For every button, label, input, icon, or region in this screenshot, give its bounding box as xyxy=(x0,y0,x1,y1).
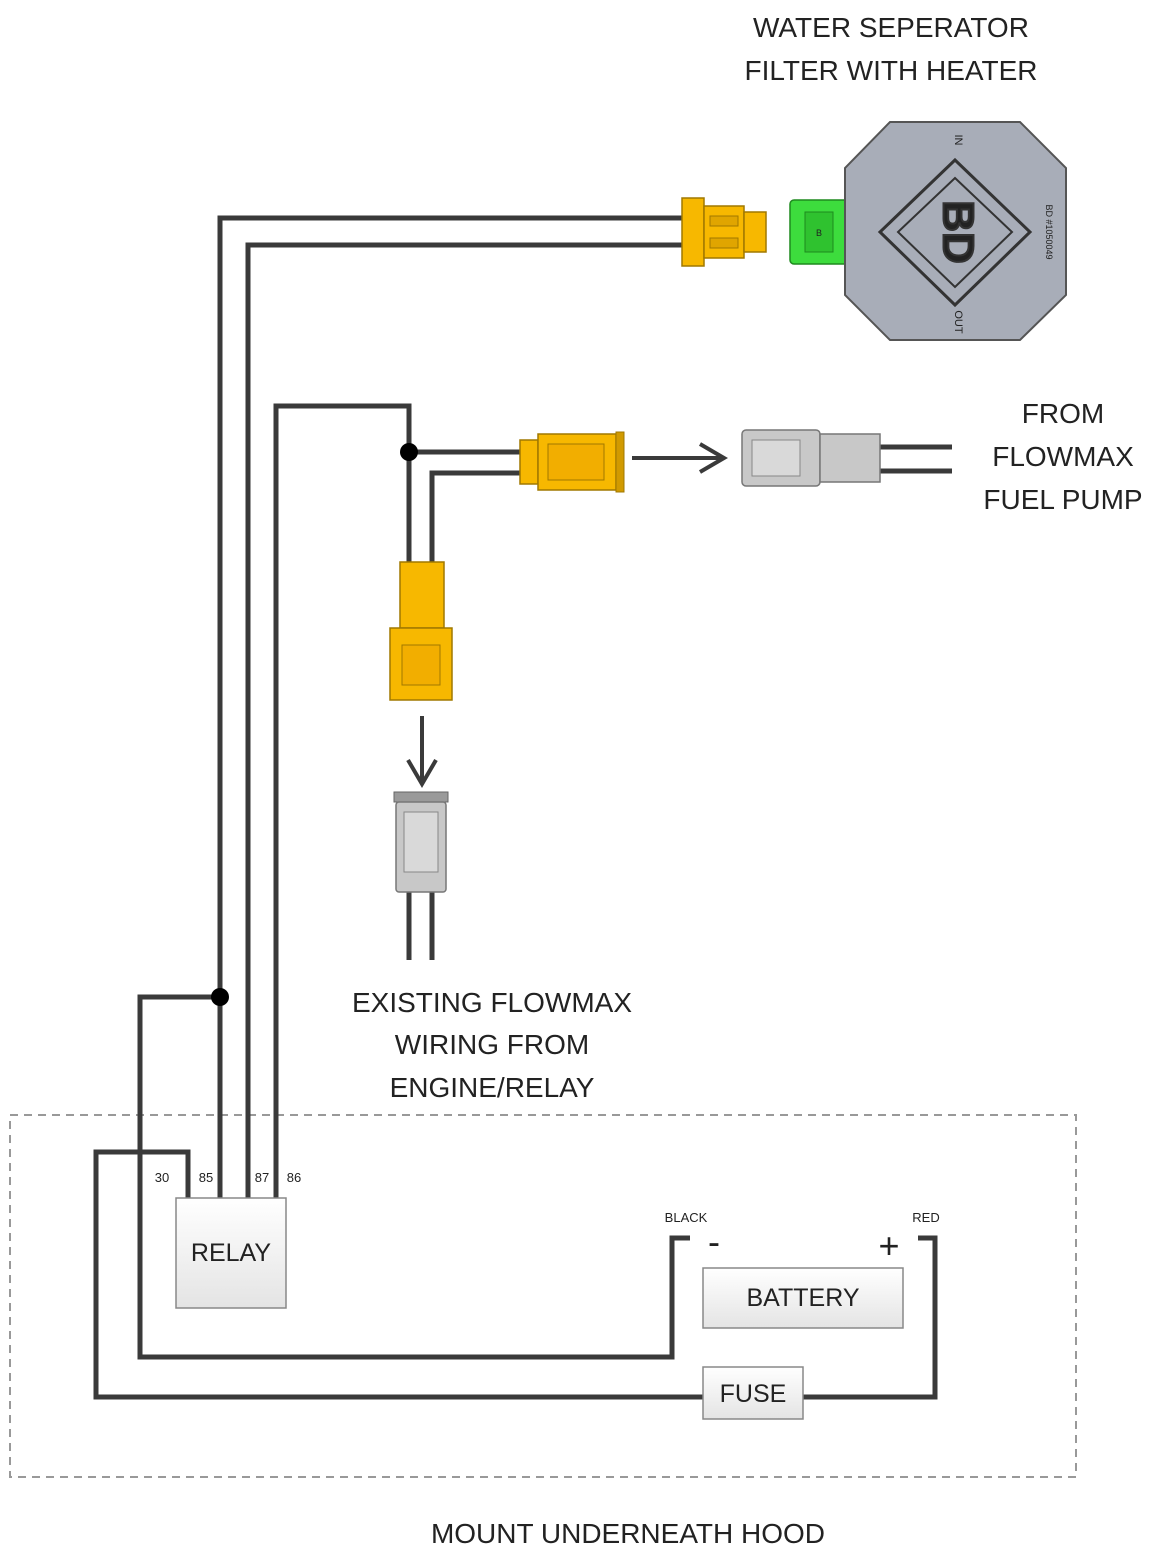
filter-socket-connector[interactable]: B xyxy=(789,199,849,265)
battery-label: BATTERY xyxy=(747,1284,860,1312)
existing-label-line2: WIRING FROM xyxy=(395,1029,589,1060)
wire-power-left xyxy=(93,1149,703,1400)
filter-out-mark: OUT xyxy=(952,310,964,334)
wire-branch-to-pump-bottom xyxy=(429,470,522,562)
relay-box xyxy=(175,1197,287,1309)
wire-power-right xyxy=(803,1235,938,1400)
fuse-box xyxy=(702,1366,804,1420)
existing-harness-connector[interactable] xyxy=(389,561,453,701)
wire-86-to-pump xyxy=(273,403,412,1200)
filter-diamond-inner xyxy=(896,176,1014,289)
relay-label: RELAY xyxy=(191,1239,271,1267)
pump-side-connector[interactable] xyxy=(741,429,881,487)
existing-side-connector[interactable] xyxy=(393,791,449,893)
filter-title-line1: WATER SEPERATOR xyxy=(753,12,1029,43)
pump-harness-connector[interactable] xyxy=(519,431,625,493)
battery-neg-label: BLACK xyxy=(665,1210,708,1225)
relay: RELAY 30 85 87 86 xyxy=(155,1170,301,1309)
battery-pos-label: RED xyxy=(912,1210,939,1225)
mount-area-border xyxy=(9,1114,1077,1478)
existing-label-line1: EXISTING FLOWMAX xyxy=(352,987,632,1018)
filter-logo: BD xyxy=(933,200,982,264)
splice-dot-ground xyxy=(211,988,229,1006)
filter-diamond-outer xyxy=(877,157,1033,308)
existing-mate-arrow xyxy=(406,716,438,788)
water-separator-filter: BD IN OUT BD #1050049 xyxy=(844,121,1067,341)
fuse-label: FUSE xyxy=(720,1380,787,1408)
wire-87-to-filter xyxy=(245,242,685,1200)
wires xyxy=(93,215,952,1400)
wire-85-to-filter xyxy=(217,215,685,1200)
fuse: FUSE xyxy=(702,1366,804,1420)
filter-part-number: BD #1050049 xyxy=(1044,204,1054,259)
splice-dot-pump xyxy=(400,443,418,461)
wire-30-to-ground xyxy=(137,994,220,1200)
battery-neg-sign: - xyxy=(708,1221,720,1262)
socket-mark: B xyxy=(816,228,822,238)
mount-label: MOUNT UNDERNEATH HOOD xyxy=(431,1518,825,1547)
existing-label-line3: ENGINE/RELAY xyxy=(390,1072,595,1103)
battery-pos-sign: + xyxy=(878,1225,899,1266)
pump-label-line2: FLOWMAX xyxy=(992,441,1134,472)
relay-pin-85: 85 xyxy=(199,1170,213,1185)
battery-box xyxy=(702,1267,904,1329)
filter-harness-connector[interactable] xyxy=(681,197,767,267)
relay-pin-87: 87 xyxy=(255,1170,269,1185)
battery: BATTERY BLACK RED - + xyxy=(665,1210,940,1329)
pump-label-line1: FROM xyxy=(1022,398,1104,429)
filter-title-line2: FILTER WITH HEATER xyxy=(745,55,1038,86)
pump-label-line3: FUEL PUMP xyxy=(983,484,1142,515)
wire-ground-to-battery xyxy=(137,1200,690,1360)
relay-pin-30: 30 xyxy=(155,1170,169,1185)
relay-pin-86: 86 xyxy=(287,1170,301,1185)
pump-mate-arrow xyxy=(632,442,728,474)
filter-in-mark: IN xyxy=(952,135,964,146)
